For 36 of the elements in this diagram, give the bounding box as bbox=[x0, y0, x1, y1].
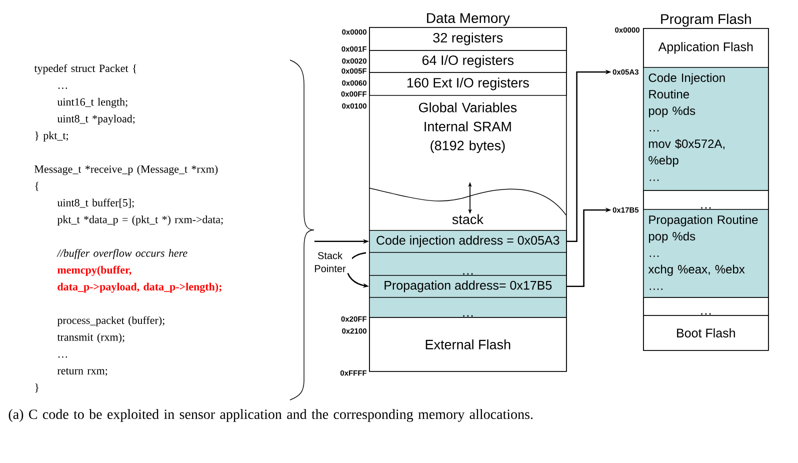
memory-row: 32 registers bbox=[369, 27, 567, 51]
node-label: data_p->payload, data_p->length); bbox=[58, 282, 222, 293]
memory-row: Propagation address= 0x17B5 bbox=[369, 275, 567, 298]
memory-row: Boot Flash bbox=[643, 315, 769, 351]
memory-region: Global Variables Internal SRAM (8192 bytes) bbox=[418, 102, 517, 153]
node-label: uint8_t buffer[5]; bbox=[57, 198, 134, 208]
node-label: uint8_t *payload; bbox=[57, 114, 135, 125]
node-label: } bbox=[35, 384, 38, 393]
node-label: … bbox=[58, 356, 68, 358]
routine-block: Code Injection Routine pop %ds … mov $0x572A, %ebp … bbox=[643, 67, 769, 191]
node-label: pkt_t *data_p = (pkt_t *) rxm->data; bbox=[57, 216, 223, 226]
memory-row: Code injection address = 0x05A3 bbox=[369, 230, 567, 253]
caption: (a) C code to be exploited in sensor application and the corresponding memory allocations. bbox=[8, 409, 533, 422]
edge-label: Stack Pointer bbox=[308, 250, 352, 274]
code-listing: typedef struct Packet { … uint16_t length; uint8_t *payload; } pkt_t; Message_t *receive_p (Message_t *rxm) { uint8_t buffer[5]; pkt_t *data_p = (pkt_t *) rxm->data; //buffer overflow occurs here memcpy(buffer, data_p->payload, data_p->length); process_packet (buffer); transmit (rxm); … return rxm; } bbox=[34, 64, 223, 393]
node-label: Message_t *receive_p (Message_t *rxm) bbox=[34, 165, 218, 176]
node-label: process_packet (buffer); bbox=[57, 316, 164, 326]
node-label: transmit (rxm); bbox=[57, 333, 124, 344]
node-label: uint16_t length; bbox=[57, 98, 128, 108]
memory-row: 160 Ext I/O registers bbox=[369, 72, 567, 96]
memory-row: … bbox=[369, 297, 567, 318]
memory-row: … bbox=[643, 297, 769, 316]
node-label: memcpy(buffer, bbox=[58, 266, 132, 276]
memory-row: External Flash bbox=[369, 317, 567, 372]
node-label: return rxm; bbox=[57, 368, 108, 376]
node-label: Program Flash bbox=[661, 14, 751, 27]
memory-row: 64 I/O registers bbox=[369, 50, 567, 73]
node-label: typedef struct Packet { bbox=[34, 64, 136, 74]
node-label: } pkt_t; bbox=[35, 132, 68, 142]
node-label: { bbox=[35, 182, 38, 192]
routine-block: Propagation Routine pop %ds … xchg %eax, %ebx …. bbox=[643, 209, 769, 298]
node-label: //buffer overflow occurs here bbox=[56, 248, 188, 260]
memory-region: stack bbox=[452, 214, 484, 224]
node-label: Data Memory bbox=[427, 13, 510, 26]
node-label: … bbox=[58, 88, 68, 89]
memory-row: … bbox=[369, 252, 567, 276]
